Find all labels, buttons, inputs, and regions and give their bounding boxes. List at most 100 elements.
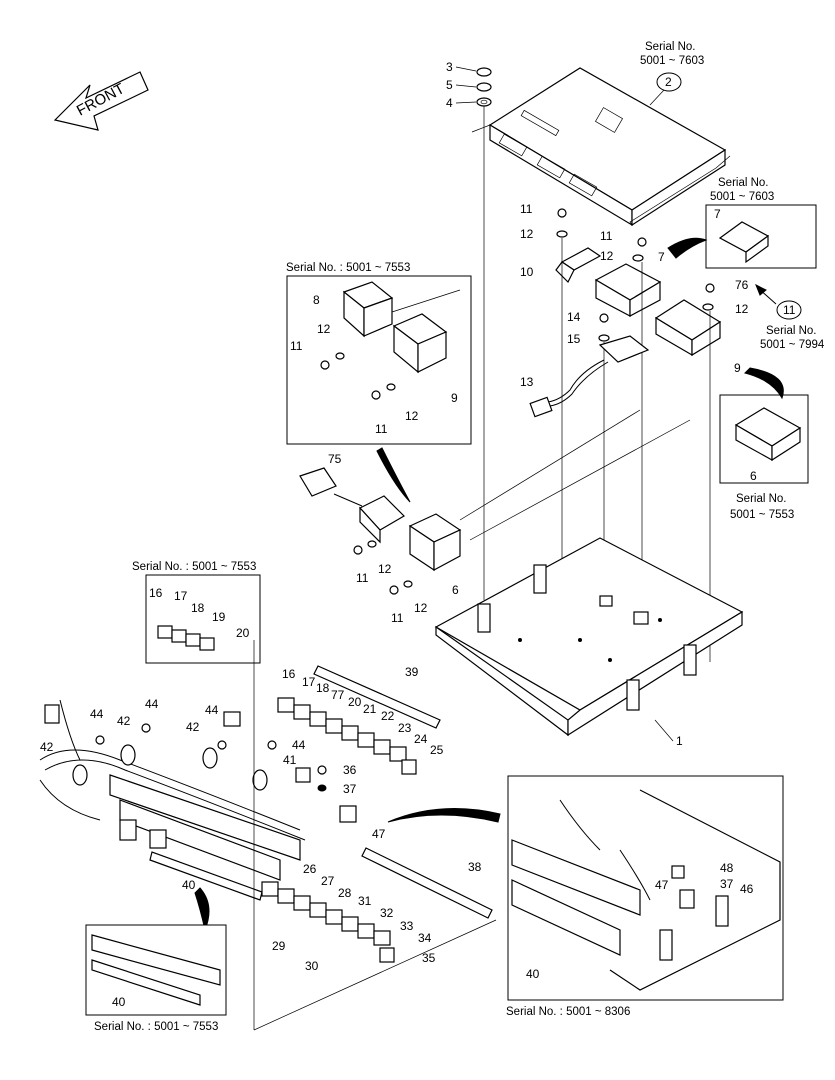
controller-unit [471,67,731,227]
label-13: 13 [520,375,534,389]
inset-harness-blocks [91,934,221,1006]
label-18a: 18 [191,601,205,615]
label-18b: 18 [316,681,330,695]
label-23: 23 [398,721,412,735]
label-12g: 12 [414,601,428,615]
label-40c: 40 [526,967,540,981]
label-41: 41 [283,753,297,767]
label-21: 21 [363,702,377,716]
label-6b: 6 [750,469,757,483]
label-42b: 42 [117,714,131,728]
label-1: 1 [676,734,683,748]
label-22: 22 [381,709,395,723]
label-40a: 40 [182,878,196,892]
serial-top-2: 5001 ~ 7603 [640,55,704,67]
label-12a: 12 [520,227,534,241]
serial-part11-2: 5001 ~ 7994 [760,339,825,351]
fuse-row-upper [277,697,417,775]
serial-relay7-1: Serial No. [718,177,769,189]
label-32: 32 [380,906,394,920]
label-27: 27 [321,874,335,888]
label-76: 76 [735,278,749,292]
label-5: 5 [446,78,453,92]
label-30: 30 [305,959,319,973]
label-17b: 17 [302,675,316,689]
label-11a: 11 [520,202,533,216]
label-36: 36 [343,763,357,777]
label-35: 35 [422,951,436,965]
label-12c: 12 [735,302,749,316]
label-15: 15 [567,332,581,346]
label-26: 26 [303,862,317,876]
label-16b: 16 [282,667,296,681]
label-40b: 40 [112,995,126,1009]
label-9a: 9 [734,361,741,375]
label-12d: 12 [317,322,331,336]
label-42a: 42 [40,740,54,754]
label-7b: 7 [714,207,721,221]
nut-washer-stack [476,67,492,107]
label-44c: 44 [205,703,219,717]
serial-relay6-1: Serial No. [736,493,787,505]
label-16a: 16 [149,586,163,600]
label-25: 25 [430,743,444,757]
label-20a: 20 [236,626,250,640]
label-34: 34 [418,931,432,945]
label-47b: 47 [655,878,669,892]
label-39: 39 [405,665,419,679]
fuse-row-lower [261,881,395,963]
serial-inset-relays: Serial No. : 5001 ~ 7553 [286,262,410,274]
serial-relay7-2: 5001 ~ 7603 [710,191,774,203]
label-44a: 44 [90,707,104,721]
label-11f: 11 [391,611,404,625]
label-11-circled: 11 [783,303,796,317]
label-11b: 11 [600,229,613,243]
fuse-row-small [157,625,215,651]
label-29: 29 [272,939,286,953]
label-3: 3 [446,60,453,74]
label-28: 28 [338,886,352,900]
label-44b: 44 [145,697,159,711]
label-47a: 47 [372,827,386,841]
label-33: 33 [400,919,414,933]
label-24: 24 [414,732,428,746]
label-11e: 11 [356,571,369,585]
label-9b: 9 [451,391,458,405]
serial-inset-fuses: Serial No. : 5001 ~ 7553 [132,561,256,573]
label-11d: 11 [375,422,388,436]
label-14: 14 [567,310,581,324]
label-2: 2 [665,75,672,89]
label-42c: 42 [186,720,200,734]
label-77: 77 [331,688,345,702]
label-37b: 37 [720,877,734,891]
label-12b: 12 [600,249,614,263]
label-7a: 7 [658,250,665,264]
base-plate [434,537,744,737]
label-8: 8 [313,293,320,307]
label-46: 46 [740,882,754,896]
label-6a: 6 [452,583,459,597]
serial-inset-big: Serial No. : 5001 ~ 8306 [506,1006,630,1018]
label-75: 75 [328,452,342,466]
label-17a: 17 [174,589,188,603]
label-12f: 12 [378,562,392,576]
label-11c: 11 [290,339,303,353]
label-48: 48 [720,861,734,875]
serial-part11-1: Serial No. [766,325,817,337]
label-31: 31 [358,894,372,908]
label-10: 10 [520,265,534,279]
label-19: 19 [212,610,226,624]
label-4: 4 [446,96,453,110]
inset-big-contents [511,789,781,991]
label-44d: 44 [292,738,306,752]
label-38: 38 [468,860,482,874]
serial-top-1: Serial No. [645,41,696,53]
serial-inset-harness: Serial No. : 5001 ~ 7553 [94,1021,218,1033]
label-20b: 20 [348,695,362,709]
label-37a: 37 [343,782,357,796]
main-harness [39,699,357,901]
front-arrow: FRONT [53,71,149,131]
fastener-group [556,208,715,342]
serial-relay6-2: 5001 ~ 7553 [730,509,794,521]
